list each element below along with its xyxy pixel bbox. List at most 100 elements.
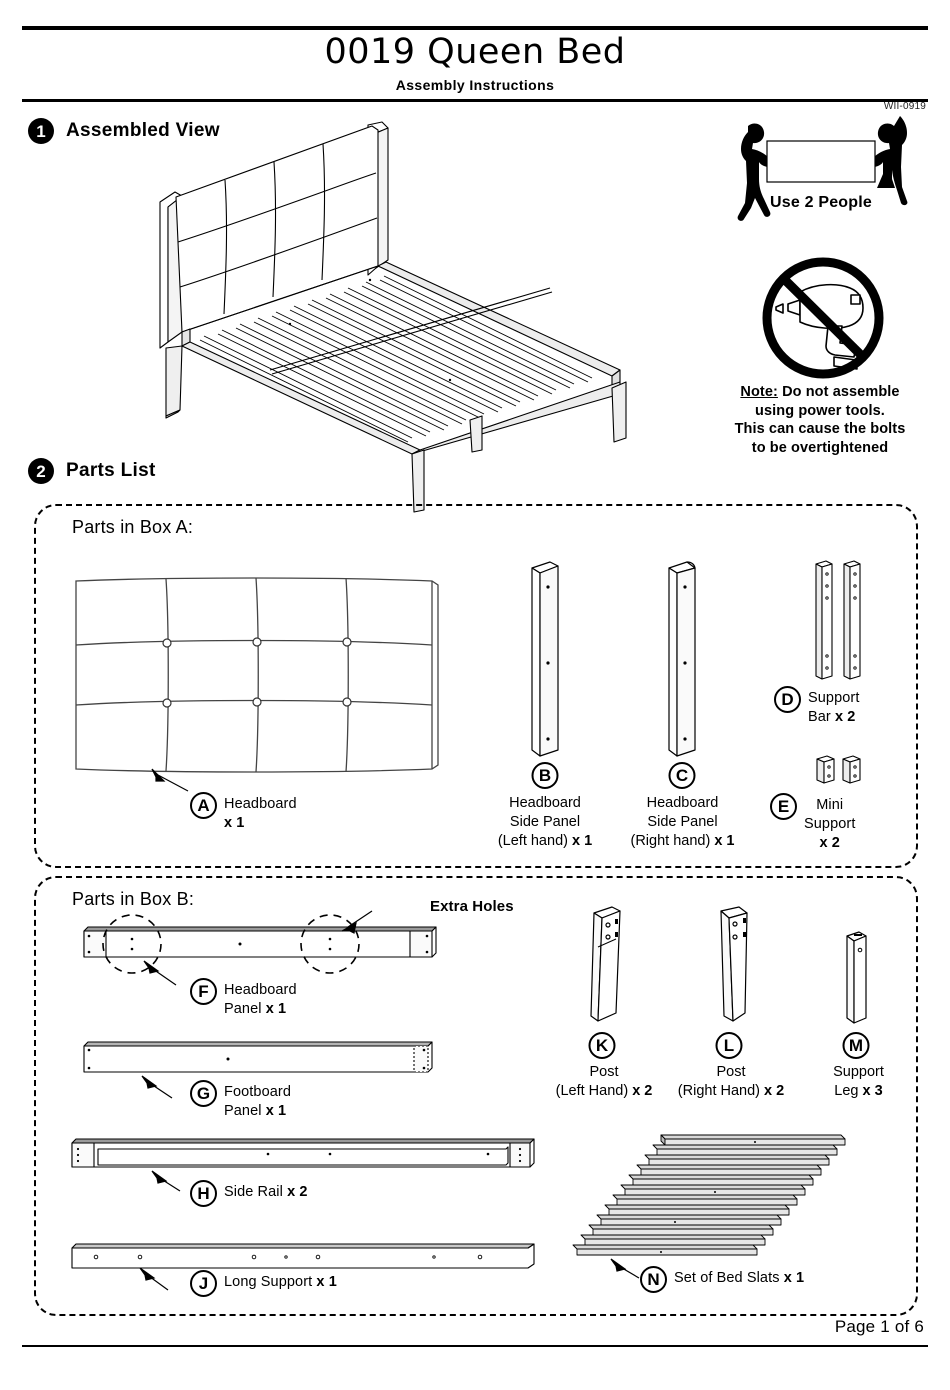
part-k-post-left-illustration — [586, 903, 631, 1028]
note-line-2: using power tools. — [755, 402, 885, 419]
part-bubble-a: A — [190, 792, 217, 819]
part-a-description: Headboard x 1 — [224, 792, 297, 833]
section-title-text: Assembled View — [66, 120, 220, 141]
part-bubble-h: H — [190, 1180, 217, 1207]
part-l-name-2: (Right Hand) — [677, 1083, 760, 1099]
part-m-description: Support Leg x 3 — [796, 1063, 921, 1101]
part-bubble-g: G — [190, 1080, 217, 1107]
part-f-name-1: Headboard — [224, 982, 297, 998]
part-c-description: Headboard Side Panel (Right hand) x 1 — [605, 794, 760, 851]
part-f-qty: x 1 — [265, 1001, 287, 1017]
part-bubble-f: F — [190, 978, 217, 1005]
part-c-name-1: Headboard — [646, 795, 719, 811]
part-e-description: Mini Support x 2 — [804, 793, 856, 853]
part-h-name-1: Side Rail — [224, 1184, 283, 1200]
part-m-support-leg-illustration — [842, 928, 872, 1028]
part-a-qty: x 1 — [224, 815, 245, 831]
part-k-name-1: Post — [589, 1064, 619, 1080]
part-d-name-2: Bar — [808, 709, 831, 725]
assembled-bed-illustration — [120, 120, 680, 513]
part-d-qty: x 2 — [835, 709, 856, 725]
part-b-side-panel-illustration — [528, 560, 562, 760]
step-number-badge: 2 — [28, 458, 54, 484]
power-tool-note-text: Note: Do not assemble using power tools.… — [700, 383, 940, 457]
part-h-description: Side Rail x 2 — [224, 1180, 308, 1202]
part-f-name-2: Panel — [224, 1001, 262, 1017]
part-g-footboard-panel-illustration — [80, 1036, 440, 1106]
part-j-name-1: Long Support — [224, 1274, 313, 1290]
step-number-badge: 1 — [28, 118, 54, 144]
part-j-qty: x 1 — [316, 1274, 337, 1290]
part-l-qty: x 2 — [764, 1083, 785, 1099]
two-people-warning-label: Use 2 People — [769, 194, 872, 211]
part-h-side-rail-illustration — [68, 1133, 538, 1193]
part-label-d: D Support Bar x 2 — [774, 686, 860, 727]
parts-box-a-label: Parts in Box A: — [72, 517, 194, 537]
part-m-name-1: Support — [833, 1064, 884, 1080]
part-k-name-2: (Left Hand) — [555, 1083, 629, 1099]
page-subtitle: Assembly Instructions — [395, 77, 555, 93]
part-g-name-1: Footboard — [224, 1084, 291, 1100]
extra-holes-callout-label: Extra Holes — [430, 898, 514, 915]
part-e-name-1: Mini — [816, 797, 844, 813]
part-e-name-2: Support — [804, 816, 856, 832]
part-bubble-b: B — [531, 762, 559, 789]
part-bubble-c: C — [668, 762, 696, 789]
part-e-qty: x 2 — [819, 835, 840, 851]
part-b-description: Headboard Side Panel (Left hand) x 1 — [470, 794, 620, 851]
part-label-f: F Headboard Panel x 1 — [190, 978, 297, 1019]
page-number: Page 1 of 6 — [834, 1317, 924, 1336]
header-top-rule — [22, 26, 928, 30]
part-g-description: Footboard Panel x 1 — [224, 1080, 291, 1121]
part-l-name-1: Post — [716, 1064, 746, 1080]
part-label-g: G Footboard Panel x 1 — [190, 1080, 291, 1121]
section-heading-assembled-view: 1 Assembled View — [28, 118, 220, 144]
part-a-name: Headboard — [224, 796, 297, 812]
part-b-qty: x 1 — [572, 833, 593, 849]
part-bubble-m: M — [842, 1032, 870, 1059]
part-n-bed-slats-illustration — [565, 1133, 885, 1279]
part-g-name-2: Panel — [224, 1103, 262, 1119]
document-code: WII-0919 — [883, 101, 926, 112]
part-e-mini-support-illustration — [814, 754, 864, 786]
footer-rule — [22, 1345, 928, 1347]
part-d-description: Support Bar x 2 — [808, 686, 860, 727]
part-c-qty: x 1 — [714, 833, 735, 849]
note-line-4: to be overtightened — [751, 439, 889, 456]
part-j-long-support-illustration — [68, 1238, 538, 1293]
part-b-name-1: Headboard — [509, 795, 581, 811]
note-line-3: This can cause the bolts — [734, 421, 906, 437]
part-m-qty: x 3 — [862, 1083, 883, 1099]
header-bottom-rule — [22, 99, 928, 102]
part-n-name-1: Set of Bed Slats — [674, 1270, 780, 1286]
part-d-support-bar-illustration — [812, 558, 870, 683]
part-f-description: Headboard Panel x 1 — [224, 978, 297, 1019]
part-k-qty: x 2 — [632, 1083, 653, 1099]
part-bubble-e: E — [770, 793, 797, 820]
part-n-qty: x 1 — [783, 1270, 805, 1286]
section-title-text: Parts List — [66, 460, 156, 481]
page-title: 0019 Queen Bed — [324, 32, 626, 72]
part-n-description: Set of Bed Slats x 1 — [674, 1266, 804, 1288]
part-h-qty: x 2 — [287, 1184, 308, 1200]
parts-box-b-container — [34, 876, 918, 1316]
section-heading-parts-list: 2 Parts List — [28, 458, 156, 484]
part-c-side-panel-illustration — [665, 560, 699, 760]
part-d-name-1: Support — [808, 690, 860, 706]
part-bubble-l: L — [715, 1032, 743, 1059]
parts-box-a-container — [34, 504, 918, 868]
part-b-name-2: Side Panel — [509, 814, 581, 830]
part-label-j: J Long Support x 1 — [190, 1270, 337, 1297]
part-c-name-3: (Right hand) — [630, 833, 711, 849]
part-label-a: A Headboard x 1 — [190, 792, 297, 833]
part-label-h: H Side Rail x 2 — [190, 1180, 308, 1207]
part-m-name-2: Leg — [834, 1083, 859, 1099]
part-j-description: Long Support x 1 — [224, 1270, 337, 1292]
part-f-headboard-panel-illustration — [80, 905, 440, 995]
two-people-warning-icon — [712, 116, 930, 223]
part-label-n: N Set of Bed Slats x 1 — [640, 1266, 804, 1293]
part-b-name-3: (Left hand) — [497, 833, 568, 849]
part-bubble-k: K — [588, 1032, 616, 1059]
part-bubble-d: D — [774, 686, 801, 713]
